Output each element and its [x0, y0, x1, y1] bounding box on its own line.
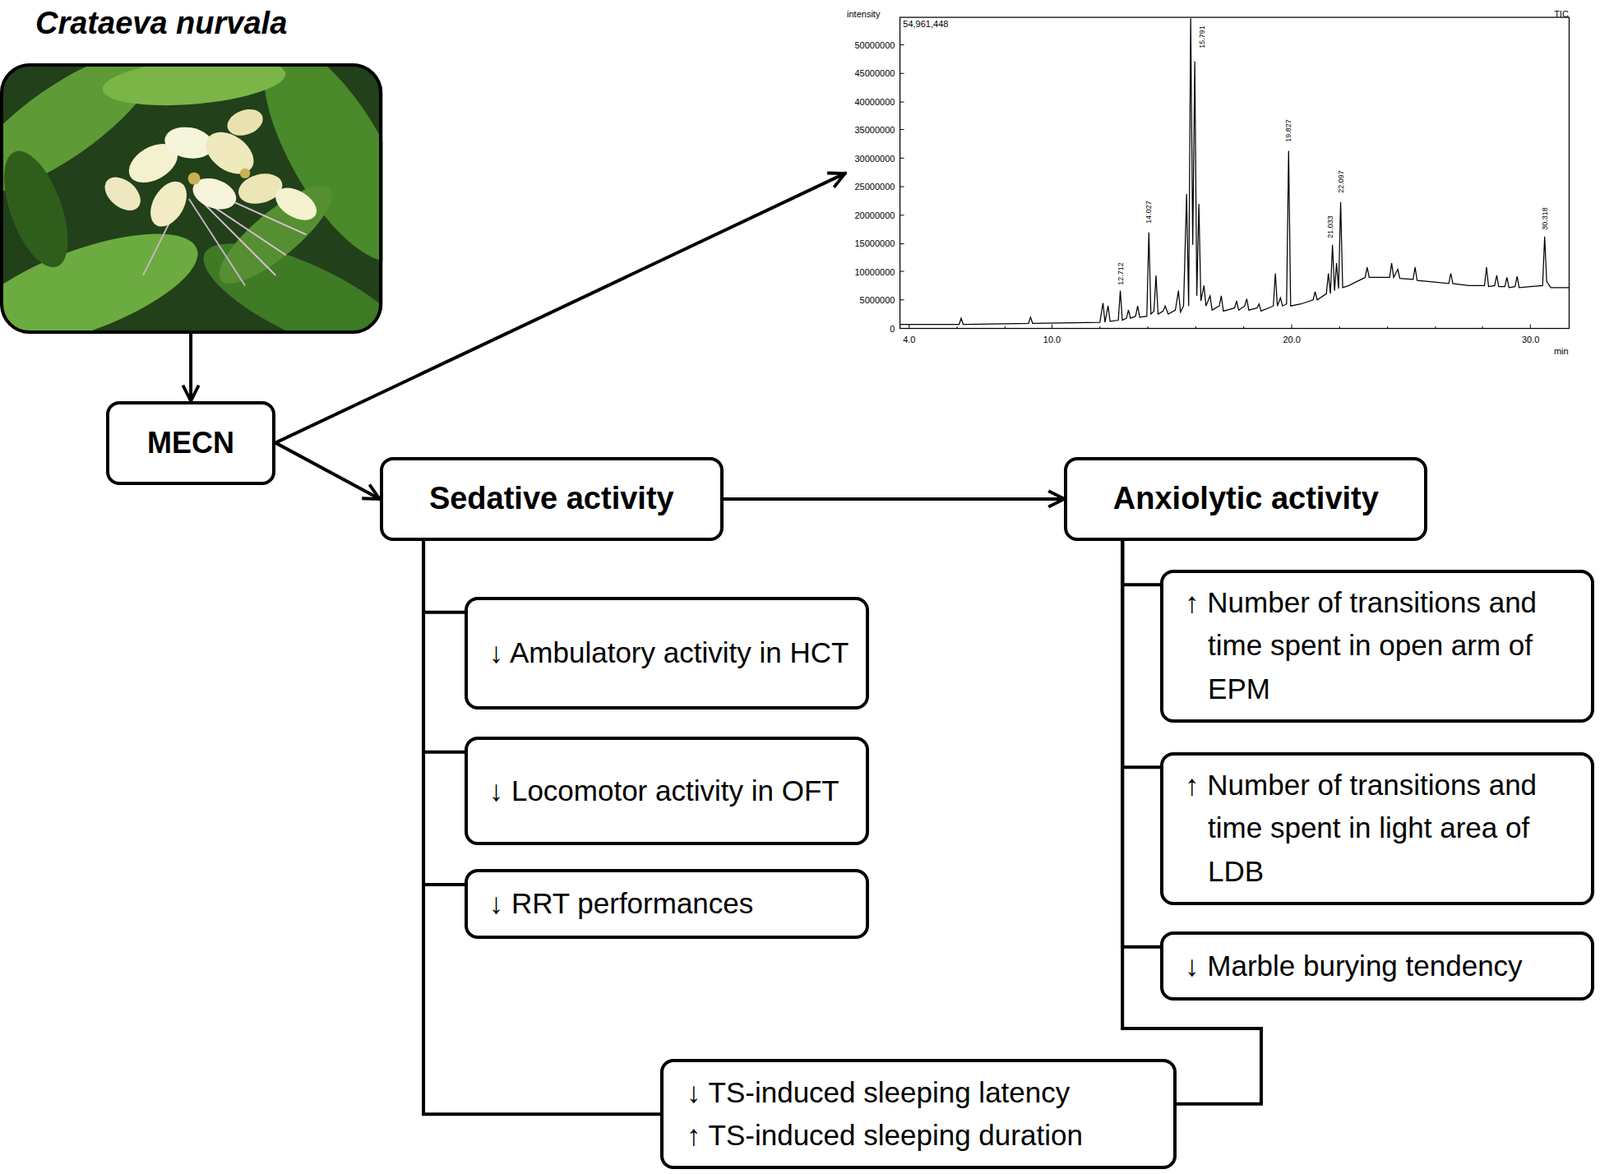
connector [1122, 541, 1161, 948]
trace-label: TIC [1553, 9, 1569, 19]
peak-label: 15.791 [1197, 24, 1206, 50]
finding-text: ↑ Number of transitions and time spent i… [1207, 581, 1579, 712]
plot-frame [900, 17, 1570, 329]
connector [1122, 541, 1161, 768]
leaf [0, 143, 81, 276]
species-title: Crataeva nurvala [35, 4, 287, 43]
activity-box: Sedative activity [379, 457, 724, 542]
finding-text: ↓ Locomotor activity in OFT [512, 769, 856, 814]
activity-box: Anxiolytic activity [1063, 457, 1428, 542]
y-tick-label: 20000000 [854, 210, 895, 220]
connector [275, 173, 846, 444]
chromatogram [900, 17, 1570, 329]
max-intensity: 54,961,448 [902, 18, 948, 28]
peak-label: 12.712 [1116, 261, 1124, 287]
finding-text: ↓ RRT performances [512, 882, 856, 926]
connector [275, 443, 380, 500]
axis-unit: min [1553, 346, 1569, 356]
extract-box: MECN [106, 401, 276, 486]
peak-label: 30.318 [1540, 206, 1549, 232]
x-tick-label: 30.0 [1521, 335, 1540, 345]
connector [189, 333, 193, 402]
finding-box: ↑ Number of transitions and time spent i… [1160, 752, 1594, 906]
peak-label: 19.827 [1285, 118, 1293, 144]
tic-trace [900, 18, 1570, 324]
peak-label: 21.033 [1327, 214, 1335, 240]
leaf [100, 63, 287, 112]
flower-cluster [98, 104, 323, 286]
y-tick-label: 35000000 [854, 125, 895, 135]
plant-photo-frame: Crataeva nurvala [0, 63, 383, 334]
peak-label: 22.097 [1336, 169, 1345, 195]
connector [423, 541, 465, 613]
connector [723, 497, 1065, 501]
connector [423, 541, 465, 885]
finding-box: ↓ TS-induced sleeping latency↑ TS-induce… [660, 1058, 1177, 1170]
finding-text: ↑ Number of transitions and time spent i… [1207, 763, 1579, 894]
box-heading: Anxiolytic activity [1082, 480, 1410, 518]
y-tick-label: 10000000 [854, 267, 895, 277]
finding-text: ↓ Marble burying tendency [1207, 944, 1579, 989]
finding-box: ↑ Number of transitions and time spent i… [1160, 569, 1594, 723]
finding-box: ↓ RRT performances [464, 869, 870, 939]
x-tick-label: 20.0 [1282, 335, 1300, 345]
chromatogram-panel: intensityTIC54,961,448500000004500000040… [845, 9, 1573, 357]
x-ticks [909, 324, 1531, 329]
x-tick-label: 10.0 [1043, 335, 1061, 345]
connector [1122, 541, 1161, 585]
y-tick-label: 45000000 [854, 69, 895, 79]
box-heading: Sedative activity [397, 480, 706, 518]
y-tick-label: 0 [889, 323, 895, 333]
y-tick-label: 40000000 [854, 97, 895, 107]
finding-box: ↓ Locomotor activity in OFT [464, 736, 870, 846]
y-tick-label: 5000000 [860, 295, 896, 306]
connector [423, 541, 465, 753]
finding-text: ↓ TS-induced sleeping latency [686, 1071, 1162, 1115]
finding-text: ↓ Ambulatory activity in HCT [512, 631, 856, 676]
peak-label: 14.027 [1145, 199, 1153, 225]
axis-title: intensity [846, 9, 880, 19]
y-tick-label: 30000000 [854, 153, 895, 163]
x-tick-label: 4.0 [902, 335, 916, 345]
y-tick-label: 15000000 [854, 239, 895, 249]
box-heading: MECN [124, 425, 258, 461]
y-tick-label: 25000000 [854, 182, 895, 192]
plant-photo [0, 63, 383, 334]
y-tick-label: 50000000 [854, 40, 895, 50]
finding-text: ↑ TS-induced sleeping duration [686, 1114, 1162, 1158]
finding-box: ↓ Marble burying tendency [1160, 931, 1594, 1001]
y-ticks [900, 45, 905, 329]
finding-box: ↓ Ambulatory activity in HCT [464, 596, 870, 710]
